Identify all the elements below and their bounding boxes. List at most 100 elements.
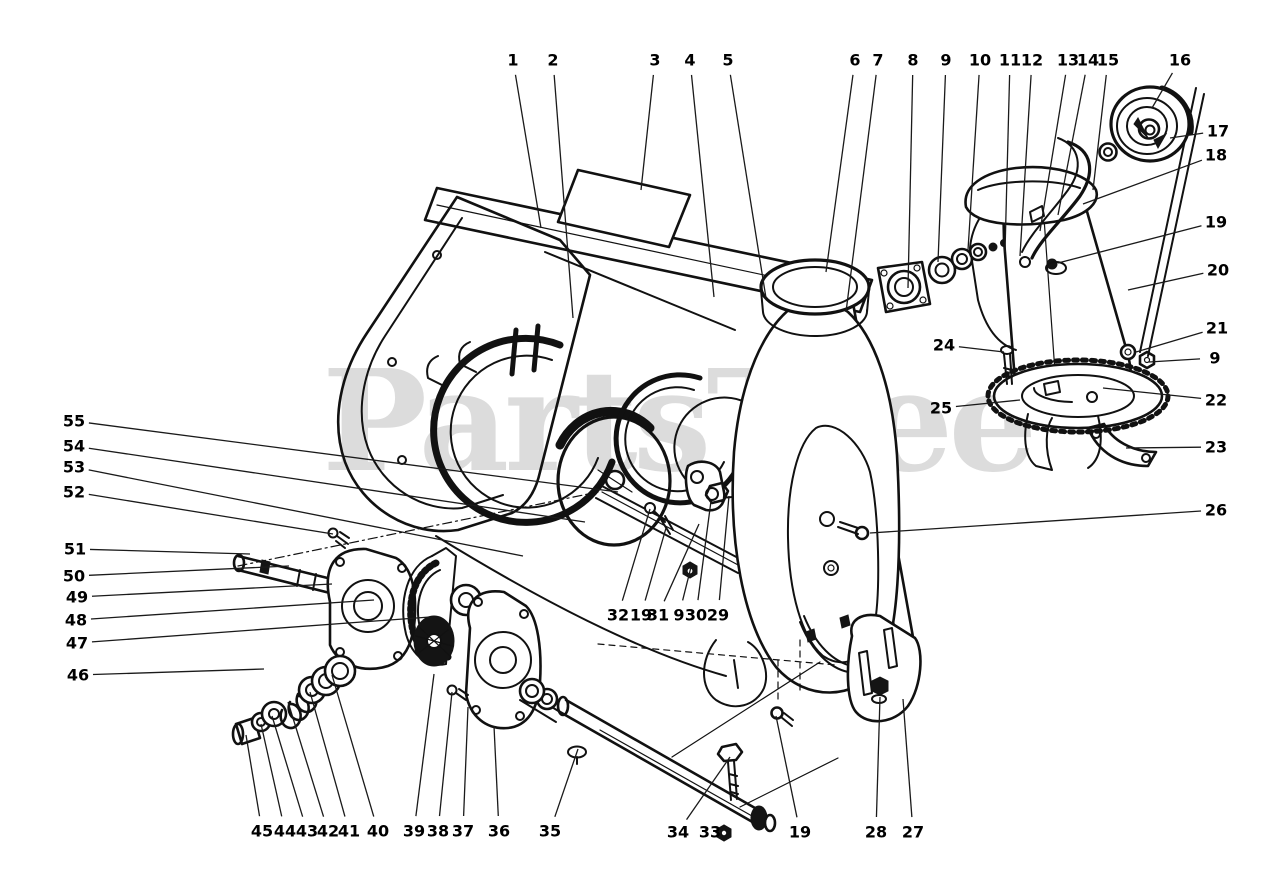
- discharge-collar: [759, 258, 871, 337]
- callout-25: 25: [930, 399, 952, 418]
- callout-33: 33: [699, 823, 721, 842]
- callout-leader-31: [663, 523, 700, 602]
- gear-case-right-half: [446, 583, 561, 730]
- chute-hardware: [1000, 258, 1156, 385]
- callout-11: 11: [999, 51, 1021, 70]
- callout-18: 18: [1205, 146, 1227, 165]
- callout-leader-27: [902, 698, 913, 818]
- callout-31: 31: [647, 606, 669, 625]
- callout-leader-45: [245, 734, 261, 817]
- callout-30: 30: [685, 606, 707, 625]
- callout-10: 10: [969, 51, 991, 70]
- callout-19b: 19: [789, 823, 811, 842]
- chute-ring-gear: [985, 357, 1171, 471]
- axle-assembly: [556, 643, 839, 842]
- callout-15: 15: [1097, 51, 1119, 70]
- callout-leader-13: [1039, 74, 1067, 232]
- callout-35: 35: [539, 822, 561, 841]
- skid-plate-assembly: [703, 613, 922, 723]
- callout-leader-52: [88, 493, 334, 535]
- callout-36: 36: [488, 822, 510, 841]
- callout-51: 51: [64, 540, 86, 559]
- callout-leader-24: [958, 346, 1005, 353]
- callout-9c: 9: [673, 606, 684, 625]
- callout-leader-30: [697, 500, 712, 601]
- callout-12: 12: [1021, 51, 1043, 70]
- callout-leader-28: [875, 696, 881, 818]
- callout-55: 55: [63, 412, 85, 431]
- callout-leader-42: [287, 701, 325, 817]
- callout-29: 29: [707, 606, 729, 625]
- callout-leader-9a: [937, 74, 947, 263]
- callout-leader-41: [309, 691, 346, 817]
- callout-27: 27: [902, 823, 924, 842]
- callout-7: 7: [872, 51, 883, 70]
- callout-leader-19b: [775, 715, 798, 818]
- callout-leader-29: [718, 495, 730, 601]
- auger-shaft-and-hardware: [237, 460, 743, 579]
- callout-52: 52: [63, 483, 85, 502]
- auger-spirals: [426, 323, 771, 547]
- callout-41: 41: [338, 822, 360, 841]
- callout-44: 44: [274, 822, 296, 841]
- callout-leader-19c: [644, 527, 667, 601]
- callout-leader-22: [1102, 387, 1202, 400]
- callout-leader-18: [1082, 159, 1203, 205]
- gear-case-left-half: [326, 547, 417, 671]
- callout-45: 45: [251, 822, 273, 841]
- callout-34: 34: [667, 823, 689, 842]
- callout-leader-51: [89, 548, 251, 555]
- callout-9a: 9: [940, 51, 951, 70]
- callout-13: 13: [1057, 51, 1079, 70]
- callout-leader-38: [438, 691, 453, 817]
- callout-leader-23: [1125, 446, 1202, 449]
- callout-17: 17: [1207, 122, 1229, 141]
- callout-38: 38: [427, 822, 449, 841]
- callout-3: 3: [649, 51, 660, 70]
- callout-leader-3: [640, 74, 655, 191]
- callout-21: 21: [1206, 319, 1228, 338]
- callout-leader-50: [88, 565, 290, 576]
- callout-leader-16: [1151, 72, 1174, 109]
- callout-9b: 9: [1209, 349, 1220, 368]
- callout-leader-55: [88, 422, 619, 493]
- callout-5: 5: [722, 51, 733, 70]
- callout-leader-9b: [1148, 358, 1201, 363]
- callout-leader-37: [462, 706, 469, 817]
- callout-leader-53: [88, 469, 524, 557]
- callout-leader-1: [514, 74, 542, 229]
- callout-leader-5: [729, 74, 767, 299]
- callout-28: 28: [865, 823, 887, 842]
- callout-20: 20: [1207, 261, 1229, 280]
- callout-leader-15: [1092, 74, 1107, 191]
- worm-gear: [413, 615, 455, 667]
- callout-leader-10: [967, 74, 980, 251]
- callout-leader-36: [493, 725, 499, 817]
- callout-leader-40: [331, 674, 375, 817]
- chute-bracket: [1086, 422, 1158, 468]
- callout-leader-20: [1127, 272, 1204, 291]
- callout-leader-14: [1057, 74, 1086, 216]
- callout-1: 1: [507, 51, 518, 70]
- callout-22: 22: [1205, 391, 1227, 410]
- callout-leader-6: [825, 74, 854, 273]
- callout-6: 6: [849, 51, 860, 70]
- callout-leader-21: [1135, 331, 1203, 353]
- callout-50: 50: [63, 567, 85, 586]
- callout-2: 2: [547, 51, 558, 70]
- callout-19c: 19: [630, 606, 652, 625]
- callout-53: 53: [63, 458, 85, 477]
- callout-leader-7: [845, 74, 877, 313]
- callout-16: 16: [1169, 51, 1191, 70]
- callout-leader-39: [415, 673, 435, 817]
- callout-42: 42: [317, 822, 339, 841]
- callout-leader-35: [554, 748, 579, 818]
- callout-leader-25: [955, 399, 1021, 408]
- callout-leader-2: [553, 74, 574, 319]
- callout-8: 8: [907, 51, 918, 70]
- callout-leader-9c: [682, 566, 692, 601]
- callout-26: 26: [1205, 501, 1227, 520]
- callout-19a: 19: [1205, 213, 1227, 232]
